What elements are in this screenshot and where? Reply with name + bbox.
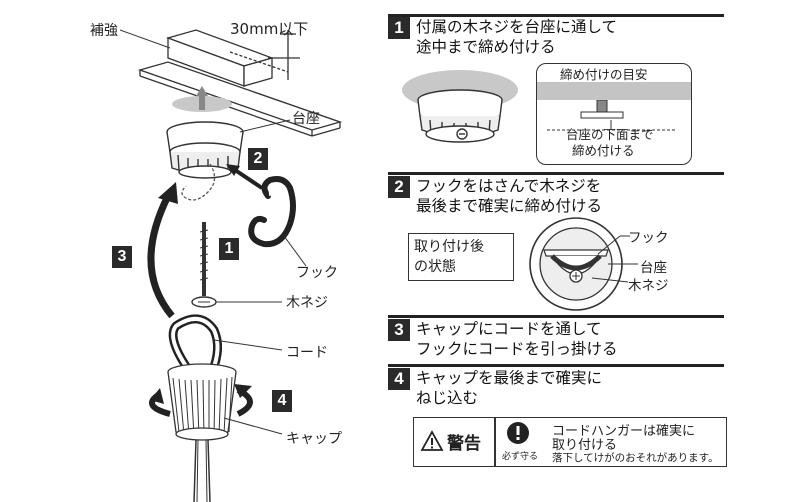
detail1-box bbox=[536, 63, 692, 165]
warning-label: 警告 bbox=[447, 434, 481, 454]
marker-step-1: 1 bbox=[219, 238, 239, 260]
label-cord: コード bbox=[286, 345, 328, 361]
must-follow-icon bbox=[507, 422, 529, 444]
label-reinforcement: 補強 bbox=[90, 23, 118, 39]
wood-screw-part bbox=[191, 222, 217, 308]
step2-leaders bbox=[591, 235, 638, 283]
detail1-screw bbox=[547, 100, 677, 131]
label-base: 台座 bbox=[292, 111, 320, 127]
must-follow-label: 必ず守る bbox=[502, 452, 539, 462]
step4-number: 4 bbox=[388, 368, 410, 390]
warning-line2: 取り付ける bbox=[552, 438, 618, 453]
installation-diagram bbox=[119, 29, 343, 502]
base-part bbox=[166, 121, 244, 179]
step1-line2: 途中まで締め付ける bbox=[416, 38, 556, 56]
step1-rule bbox=[388, 14, 724, 17]
label-wood-screw: 木ネジ bbox=[286, 295, 328, 311]
warning-divider bbox=[494, 418, 496, 466]
warning-sub: 落下してけがのおそれがあります。 bbox=[552, 452, 719, 464]
state-box bbox=[408, 233, 514, 281]
step3-line1: キャップにコードを通して bbox=[416, 320, 602, 338]
step3-rule bbox=[388, 315, 724, 318]
label-cap: キャップ bbox=[286, 431, 342, 447]
marker-step-3: 3 bbox=[112, 246, 132, 268]
detail1-title: 締め付けの目安 bbox=[560, 67, 648, 82]
state-line1: 取り付け後 bbox=[414, 239, 484, 255]
detail2-base-label: 台座 bbox=[640, 260, 667, 276]
step3-number: 3 bbox=[388, 319, 410, 341]
detail1-ceiling bbox=[537, 82, 691, 100]
detail1-note-line2: 締め付ける bbox=[572, 143, 635, 158]
step1-number: 1 bbox=[388, 17, 410, 39]
step3-line2: フックにコードを引っ掛ける bbox=[416, 340, 618, 358]
warning-box bbox=[413, 417, 727, 467]
warning-triangle-icon bbox=[420, 430, 444, 451]
step2-number: 2 bbox=[388, 176, 410, 198]
step1-illustration bbox=[402, 70, 518, 143]
warning-line1: コードハンガーは確実に bbox=[552, 424, 696, 439]
step2-line2: 最後まで確実に締め付ける bbox=[416, 197, 603, 215]
step4-line2: ねじ込む bbox=[416, 389, 479, 407]
hook-part bbox=[248, 176, 296, 248]
state-line2: の状態 bbox=[414, 259, 456, 275]
detail1-note-line1: 台座の下面まで bbox=[566, 127, 654, 142]
detail2-screw-label: 木ネジ bbox=[628, 278, 669, 294]
step1-line1: 付属の木ネジを台座に通して bbox=[416, 18, 618, 36]
cap-part bbox=[167, 363, 237, 441]
step4-line1: キャップを最後まで確実に bbox=[416, 369, 603, 387]
label-hook: フック bbox=[296, 265, 338, 281]
marker-step-4: 4 bbox=[272, 390, 292, 412]
marker-step-2: 2 bbox=[248, 148, 268, 170]
detail2-hook-label: フック bbox=[628, 230, 669, 246]
step2-rule bbox=[388, 172, 724, 175]
label-ceiling-gap: 30mm以下 bbox=[230, 20, 309, 38]
step4-rule bbox=[388, 364, 724, 367]
step2-line1: フックをはさんで木ネジを bbox=[416, 177, 602, 195]
